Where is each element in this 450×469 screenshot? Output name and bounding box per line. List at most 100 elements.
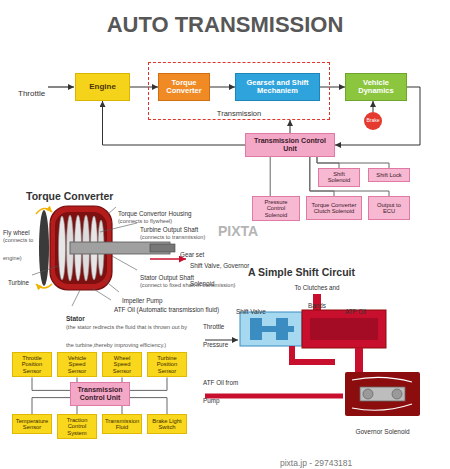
watermark: pixta.jp - 29743181 [280, 458, 352, 468]
part-label: Shift Valve [236, 308, 266, 315]
part-label: Turbine Output Shaft [140, 226, 198, 233]
part-label: Governor Solenoid [355, 428, 409, 435]
label-block: Throttle [18, 82, 45, 100]
sensor-box-text: Turbine Position Sensor [151, 355, 183, 374]
label-block: Shift Valve [236, 300, 266, 318]
label-block: (the stator redirects the fluid that is … [66, 315, 196, 352]
process-box: Gearset and Shift Mechaniem [235, 73, 320, 101]
label-block: (connects to engine) [3, 228, 37, 265]
diagram-title: AUTO TRANSMISSION [107, 12, 344, 37]
connector-line [130, 378, 167, 391]
control-unit-box: Transmission Control Unit [70, 382, 130, 406]
connector-line [32, 378, 70, 391]
process-box-text: Gearset and Shift Mechaniem [239, 79, 316, 96]
label-block: Turbine Output Shaft [140, 218, 198, 236]
label-block: Torque Convertor Housing [118, 202, 192, 220]
connector-line [320, 87, 345, 88]
sensor-box-text: Transmission Fluid [105, 418, 139, 431]
sensor-box: Turbine Position Sensor [147, 352, 187, 377]
brake-circle-text: Brake [366, 118, 379, 124]
label-block: Turbine [8, 271, 29, 289]
sensor-box: Vehicle Speed Sensor [57, 352, 97, 377]
output-box-text: Output to ECU [372, 202, 406, 215]
label-block: Fly wheel [3, 221, 30, 239]
output-box: Output to ECU [368, 196, 410, 220]
output-box: Pressure Control Solenoid [252, 196, 300, 221]
control-unit-box-text: Transmission Control Unit [249, 137, 331, 153]
sensor-box: Throttle Position Sensor [12, 352, 52, 377]
sensor-box: Transmission Fluid [102, 414, 142, 434]
connector-line [32, 398, 70, 414]
brake-circle: Brake [364, 112, 382, 130]
sensor-box-text: Throttle Position Sensor [16, 355, 48, 374]
group-box: Transmission Torque Converter Gearset and … [148, 62, 330, 120]
connector-line [290, 120, 291, 133]
label-block: Throttle Pressure [203, 315, 237, 352]
part-label: Gear set [180, 251, 204, 258]
connector-line [103, 101, 246, 145]
part-label: (connect to fixed shaft in transmission) [140, 282, 235, 288]
process-box: Engine [75, 73, 130, 101]
label-block: Governor Solenoid [340, 420, 425, 438]
part-label: (connects to transmission) [140, 234, 205, 240]
part-label: (the stator redirects the fluid that is … [66, 324, 187, 348]
label-block: ATF Oil from Pump [203, 371, 243, 408]
label-block: (connect to fixed shaft in transmission) [140, 273, 240, 291]
connector-line [77, 406, 78, 414]
output-box-text: Pressure Control Solenoid [256, 199, 296, 218]
label-block: (connects to transmission) [140, 225, 205, 243]
connector-line [130, 398, 167, 414]
connector-line [317, 157, 389, 168]
control-unit-box-text: Transmission Control Unit [74, 386, 126, 402]
sensor-box-text: Temperature Sensor [16, 418, 49, 431]
sensor-box-text: Brake Light Switch [151, 418, 183, 431]
sensor-box: Traction Control System [57, 414, 97, 439]
part-label: (connects to flywheel) [118, 218, 172, 224]
section-heading: A Simple Shift Circuit [248, 266, 355, 278]
part-label: Turbine [8, 279, 29, 286]
label-block: A Simple Shift Circuit [248, 262, 355, 280]
part-label: Throttle [18, 89, 45, 98]
process-box-text: Vehicle Dynamics [349, 79, 403, 96]
label-block: Gear set [180, 243, 204, 261]
part-label: Impeller Pump [122, 297, 163, 304]
part-label: Stator Output Shaft [140, 274, 194, 281]
label-block: (connects to flywheel) [118, 209, 172, 227]
part-label: (connects to engine) [3, 237, 33, 261]
part-label: ATF Oil (Automatic transmission fluid) [114, 306, 219, 313]
title-block: AUTO TRANSMISSION [0, 12, 450, 37]
section-heading: Torque Converter [26, 190, 113, 202]
output-box: Torque Converter Clutch Solenoid [306, 196, 362, 220]
input-arrow [48, 86, 74, 87]
label-block: To Clutches and Bands [286, 276, 348, 313]
part-label: Stator [66, 315, 85, 322]
sensor-box-text: Vehicle Speed Sensor [61, 355, 93, 374]
process-box-text: Torque Converter [162, 79, 206, 96]
torque-converter-drawing [32, 206, 186, 306]
label-block: Stator Output Shaft [140, 266, 194, 284]
output-box: Shift Lock [368, 168, 410, 182]
connector-line [270, 157, 271, 196]
watermark: PIXTA [218, 223, 258, 239]
connector-line [130, 87, 158, 88]
control-unit-box: Transmission Control Unit [245, 133, 335, 157]
part-label: ATF Oil [345, 308, 366, 315]
label-block: Torque Converter [26, 186, 113, 204]
process-box-text: Engine [89, 83, 116, 92]
group-box-text: Transmission [217, 110, 261, 118]
process-box: Vehicle Dynamics [345, 73, 407, 101]
output-box-text: Shift Solenoid [322, 171, 356, 184]
output-box-text: Torque Converter Clutch Solenoid [310, 202, 358, 215]
label-block: ATF Oil [345, 300, 366, 318]
sensor-box-text: Traction Control System [61, 417, 93, 436]
sensor-box: Wheel Speed Sensor [102, 352, 142, 377]
part-label: Fly wheel [3, 229, 30, 236]
part-label: Torque Convertor Housing [118, 210, 192, 217]
part-label: To Clutches and Bands [294, 284, 339, 309]
sensor-box: Brake Light Switch [147, 414, 187, 434]
sensor-box-text: Wheel Speed Sensor [106, 355, 138, 374]
connector-line [210, 87, 235, 88]
label-block: Impeller Pump [122, 289, 163, 307]
part-label: ATF Oil from Pump [203, 379, 238, 404]
connector-line [373, 101, 374, 112]
